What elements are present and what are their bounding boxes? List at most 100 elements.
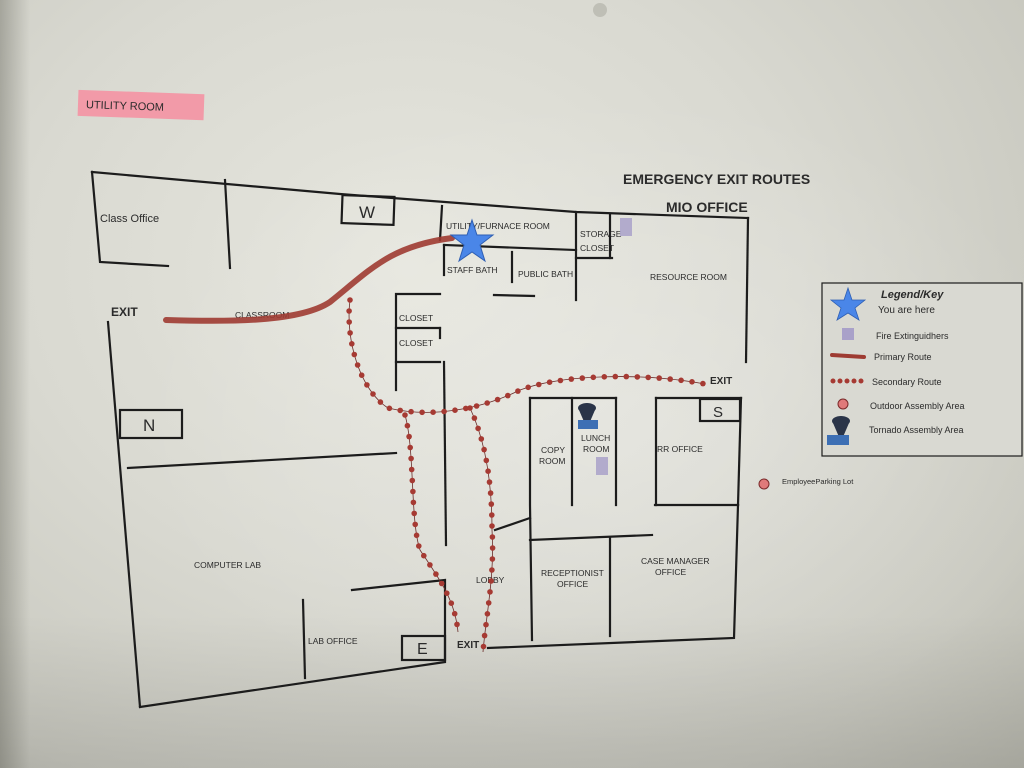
route-dot (700, 380, 706, 387)
route-dot (645, 374, 651, 381)
route-dot (444, 590, 450, 596)
room-case-manager-line1: CASE MANAGER (641, 556, 710, 566)
room-classroom: CLASSROOM (235, 310, 289, 320)
route-dot (568, 376, 575, 382)
route-dot (347, 330, 353, 336)
room-copy-line2: ROOM (539, 456, 565, 466)
room-lunch-line1: LUNCH (581, 433, 610, 443)
route-dot (505, 392, 511, 399)
route-dot (408, 455, 414, 462)
route-dot (471, 415, 478, 421)
route-dot (346, 308, 352, 314)
route-dot (489, 523, 495, 529)
route-dot (473, 403, 480, 409)
compass-east: E (417, 641, 428, 658)
compass-south: S (713, 404, 723, 421)
room-receptionist-line2: OFFICE (557, 579, 588, 589)
outdoor-assembly-icon (758, 478, 770, 490)
fire-extinguisher-icon (620, 218, 632, 236)
you-are-here-star-icon (449, 218, 495, 263)
route-dot (484, 400, 491, 406)
route-dot (454, 621, 460, 628)
route-dot (406, 433, 412, 440)
route-dot (557, 377, 564, 384)
route-dot (656, 375, 662, 381)
room-rr-office: RR OFFICE (657, 444, 703, 454)
room-closet-1: CLOSET (399, 313, 433, 323)
room-class-office: Class Office (100, 213, 159, 225)
primary-route-icon (830, 353, 866, 359)
route-dot (377, 399, 384, 405)
route-dot (494, 396, 501, 403)
route-dot (427, 562, 433, 568)
route-dot (419, 409, 425, 416)
route-dot (408, 408, 414, 415)
route-dot (421, 552, 427, 559)
route-dot (536, 381, 542, 388)
sticky-note-label: UTILITY ROOM (86, 99, 164, 114)
route-dot (364, 382, 370, 388)
pin-hole (593, 3, 607, 17)
exit-east: EXIT (710, 376, 732, 387)
route-dot (433, 571, 439, 577)
secondary-route-dots (346, 297, 706, 650)
route-dot (489, 545, 496, 551)
room-public-bath: PUBLIC BATH (518, 269, 573, 279)
tornado-icon (827, 416, 850, 445)
route-dot (413, 532, 420, 539)
room-staff-bath: STAFF BATH (447, 265, 498, 275)
compass-north: N (143, 416, 155, 435)
route-dot (349, 341, 355, 347)
legend-item-label: Secondary Route (872, 377, 942, 387)
route-dot (481, 632, 488, 639)
route-dot (689, 379, 695, 385)
route-dot (402, 412, 408, 418)
route-dot (480, 643, 487, 650)
route-dot (478, 436, 485, 442)
star-icon (829, 286, 867, 321)
room-storage: STORAGE (580, 229, 622, 239)
route-dot (579, 375, 586, 381)
route-dot (451, 610, 458, 617)
route-dot (411, 510, 418, 517)
extinguisher-icon (842, 328, 854, 340)
route-dot (412, 521, 419, 528)
route-dot (485, 600, 492, 606)
route-dot (397, 407, 404, 414)
legend: Legend/Key You are here Fire Extinguidhe… (821, 282, 1023, 457)
room-case-manager-line2: OFFICE (655, 567, 686, 577)
room-lunch-line2: ROOM (583, 444, 609, 454)
route-dot (438, 580, 445, 587)
route-dot (347, 297, 353, 303)
room-utility: UTILITY/FURNACE ROOM (446, 221, 550, 231)
route-dot (489, 556, 496, 562)
route-dot (487, 589, 493, 595)
route-dot (525, 384, 531, 391)
route-dot (612, 373, 619, 380)
exit-south: EXIT (457, 640, 479, 651)
parking-label: EmployeeParking Lot (782, 477, 854, 486)
room-closet-2: CLOSET (399, 338, 433, 348)
route-dot (475, 425, 481, 432)
map-title: EMERGENCY EXIT ROUTES (623, 171, 810, 187)
legend-title: Legend/Key (881, 289, 944, 301)
room-storage-closet: CLOSET (580, 243, 614, 253)
fire-extinguisher-icon (596, 457, 608, 475)
route-dot (416, 543, 422, 549)
route-dot (481, 446, 487, 453)
room-resource: RESOURCE ROOM (650, 272, 727, 282)
assembly-icon (837, 398, 849, 410)
route-dot (678, 377, 684, 384)
route-dot (410, 488, 416, 495)
route-dot (634, 374, 641, 380)
route-dot (358, 372, 365, 379)
office-name: MIO OFFICE (666, 199, 748, 215)
exit-west: EXIT (111, 305, 138, 319)
route-dot (409, 477, 416, 484)
route-dot (430, 409, 436, 416)
legend-item-label: Outdoor Assembly Area (870, 401, 965, 411)
utility-room-sticky-note (77, 89, 205, 121)
route-dot (441, 408, 447, 415)
route-dot (485, 468, 491, 475)
